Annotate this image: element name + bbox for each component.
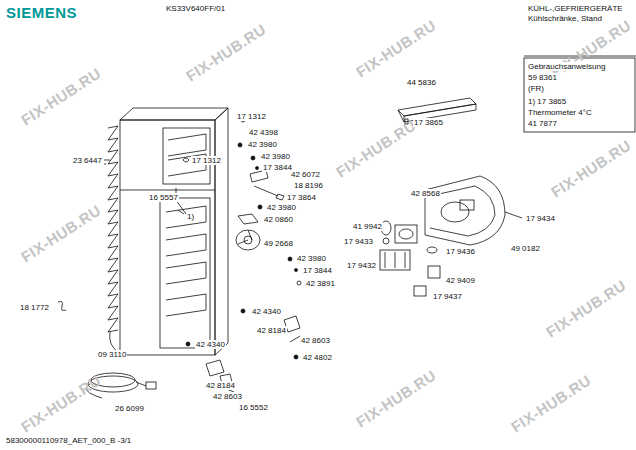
watermark: FIX-HUB.RU (353, 16, 439, 80)
callout-number: 42 4340 (195, 340, 226, 349)
callout-number: 17 3844 (302, 266, 333, 275)
callout-number: 42 3980 (266, 203, 297, 212)
callout-number: 42 4802 (302, 353, 333, 362)
callout-number: 17 9432 (346, 261, 377, 270)
callout-number: Kühlschränke, Stand (527, 14, 603, 23)
callout-number: 42 4398 (248, 128, 279, 137)
callout-number: 17 3844 (262, 163, 293, 172)
callout-number: 41 7877 (527, 119, 558, 128)
watermark: FIX-HUB.RU (18, 64, 104, 128)
callout-number: 1) 17 3865 (527, 97, 567, 106)
callout-number: Gebrauchsanweisung (527, 62, 606, 71)
callout-number: 42 3980 (260, 152, 291, 161)
brand-logo: SIEMENS (5, 4, 78, 21)
callout-number: KÜHL-,GEFRIERGERÄTE (527, 4, 624, 13)
callout-number: 17 9434 (525, 214, 556, 223)
watermark: FIX-HUB.RU (508, 371, 594, 435)
callout-number: 26 6099 (114, 404, 145, 413)
callout-number: 17 3864 (286, 193, 317, 202)
callout-number: 42 8184 (205, 381, 236, 390)
callout-number: 42 6072 (290, 170, 321, 179)
watermark: FIX-HUB.RU (18, 371, 104, 435)
callout-number: 17 9437 (432, 292, 463, 301)
callout-number: 17 9436 (445, 247, 476, 256)
callout-number: 1) (186, 212, 195, 221)
callout-number: 42 0860 (263, 215, 294, 224)
callout-number: 16 5552 (238, 403, 269, 412)
callout-number: 42 8568 (410, 189, 441, 198)
watermark: FIX-HUB.RU (183, 20, 269, 84)
callout-number: 42 3891 (305, 279, 336, 288)
callout-number: 18 1772 (19, 303, 50, 312)
callout-number: 17 1312 (236, 112, 267, 121)
callout-number: 17 9433 (343, 237, 374, 246)
callout-number: 59 8361 (527, 73, 558, 82)
callout-number: 17 1312 (191, 156, 222, 165)
callout-number: (FR) (527, 84, 545, 93)
callout-number: 49 2668 (263, 239, 294, 248)
callout-number: 42 9409 (445, 276, 476, 285)
callout-number: 42 3980 (247, 140, 278, 149)
callout-number: 17 3865 (413, 118, 444, 127)
watermark: FIX-HUB.RU (333, 116, 419, 180)
callout-number: 09 3110 (97, 350, 127, 359)
callout-number: 44 5836 (406, 78, 437, 87)
callout-number: 41 9942 (352, 222, 383, 231)
callout-number: 49 0182 (510, 244, 541, 253)
callout-number: 42 3980 (296, 254, 327, 263)
callout-number: 42 8603 (300, 336, 331, 345)
watermark: FIX-HUB.RU (543, 276, 629, 340)
watermark: FIX-HUB.RU (548, 136, 634, 200)
watermark: FIX-HUB.RU (18, 201, 104, 265)
callout-number: 42 8184 (256, 326, 287, 335)
callout-number: 23 6447 (72, 156, 103, 165)
callout-number: 58300000110978_AET_000_B -3/1 (5, 436, 132, 445)
callout-number: Thermometer 4°C (527, 108, 593, 117)
callout-number: KS33V640FF/01 (165, 4, 226, 13)
callout-number: 42 4340 (251, 307, 282, 316)
watermark: FIX-HUB.RU (353, 366, 439, 430)
callout-number: 18 8196 (293, 181, 324, 190)
callout-number: 42 8603 (212, 392, 243, 401)
callout-number: 16 5557 (148, 193, 179, 202)
